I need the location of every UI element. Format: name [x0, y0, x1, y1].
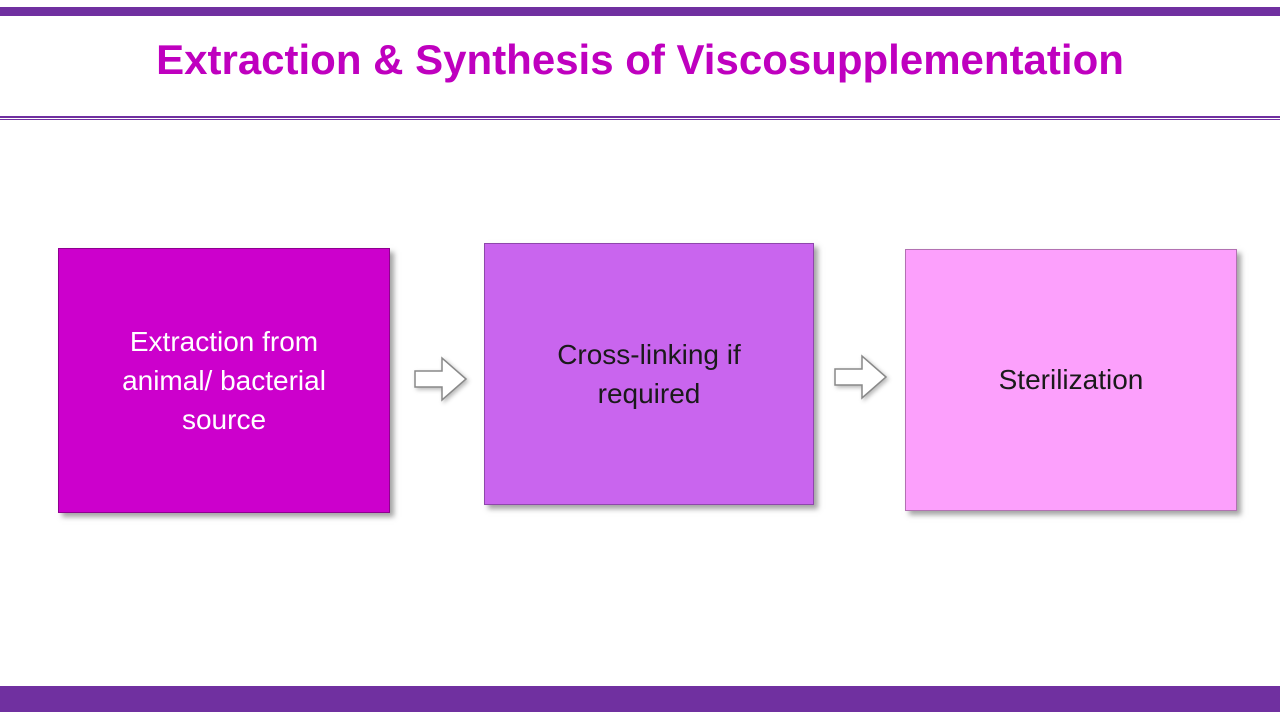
step-label: Extraction from animal/ bacterial source — [122, 325, 326, 436]
top-accent-bar — [0, 7, 1280, 16]
step-box-sterilization: Sterilization — [905, 249, 1237, 511]
step-box-extraction-source: Extraction from animal/ bacterial source — [58, 248, 390, 513]
bottom-accent-bar — [0, 686, 1280, 712]
right-arrow-icon — [834, 353, 888, 401]
step-label: Sterilization — [998, 364, 1144, 396]
right-arrow-icon — [414, 355, 468, 403]
slide-title: Extraction & Synthesis of Viscosupplemen… — [156, 36, 1124, 83]
right-arrow-shape — [834, 354, 888, 400]
title-underline — [0, 116, 1280, 120]
step-box-cross-linking: Cross-linking if required — [484, 243, 814, 505]
right-arrow-shape — [414, 356, 468, 402]
step-label: Cross-linking if required — [557, 338, 741, 409]
